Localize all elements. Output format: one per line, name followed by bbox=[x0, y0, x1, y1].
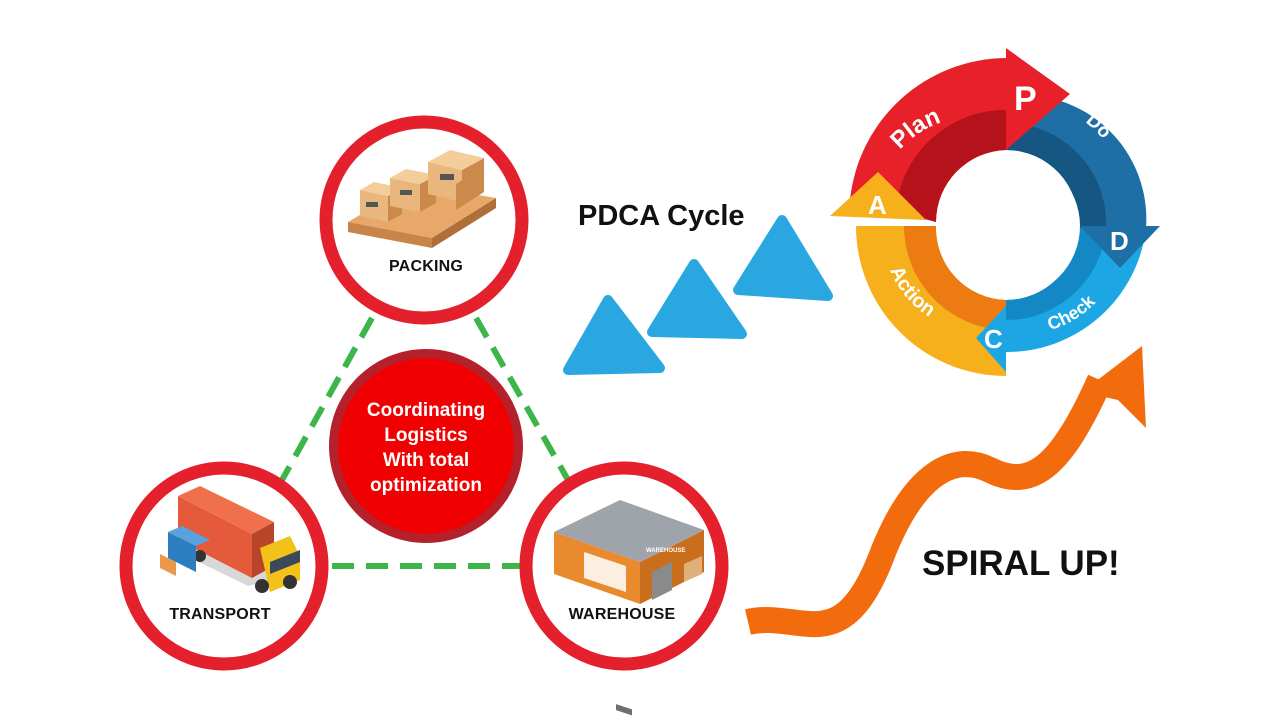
blue-arrows bbox=[563, 215, 833, 375]
action-segment bbox=[856, 226, 1006, 376]
p-arrowhead bbox=[1006, 48, 1070, 150]
warehouse-node: WAREHOUSE bbox=[519, 461, 729, 716]
warehouse-sign: WAREHOUSE bbox=[646, 548, 685, 554]
transport-label: TRANSPORT bbox=[169, 606, 271, 623]
packing-node bbox=[319, 115, 529, 325]
plan-segment bbox=[850, 58, 1006, 222]
pdca-cycle: P D C A Plan Do Check Action bbox=[830, 48, 1160, 376]
letter-d: D bbox=[1110, 226, 1129, 256]
connector-packing-transport bbox=[279, 316, 375, 482]
transport-node bbox=[119, 461, 329, 671]
spiral-up-label: SPIRAL UP! bbox=[922, 544, 1120, 583]
warehouse-label: WAREHOUSE bbox=[568, 606, 676, 623]
center-line-2: Logistics bbox=[384, 425, 468, 446]
center-text: Coordinating Logistics With total optimi… bbox=[328, 398, 524, 498]
warehouse-icon: WAREHOUSE bbox=[554, 500, 704, 716]
boxes-icon bbox=[348, 150, 496, 248]
center-line-3: With total bbox=[382, 450, 470, 471]
letter-p: P bbox=[1014, 80, 1037, 118]
c-arrowhead bbox=[976, 306, 1006, 372]
d-arrowhead bbox=[1080, 226, 1160, 268]
letter-c: C bbox=[984, 324, 1003, 354]
packing-label: PACKING bbox=[389, 258, 463, 275]
blue-triangle-2 bbox=[647, 259, 747, 339]
blue-triangle-1 bbox=[563, 295, 665, 375]
blue-triangle-3 bbox=[733, 215, 833, 301]
dashed-connectors bbox=[279, 316, 571, 569]
pdca-title: PDCA Cycle bbox=[578, 200, 745, 232]
truck-icon bbox=[160, 486, 300, 593]
spiral-up-arrow bbox=[745, 346, 1146, 638]
center-line-4: optimization bbox=[370, 475, 482, 496]
a-arrowhead bbox=[830, 172, 926, 220]
connector-packing-warehouse bbox=[473, 316, 571, 482]
letter-a: A bbox=[868, 190, 887, 220]
center-circle bbox=[329, 349, 523, 543]
center-line-1: Coordinating bbox=[366, 400, 486, 421]
